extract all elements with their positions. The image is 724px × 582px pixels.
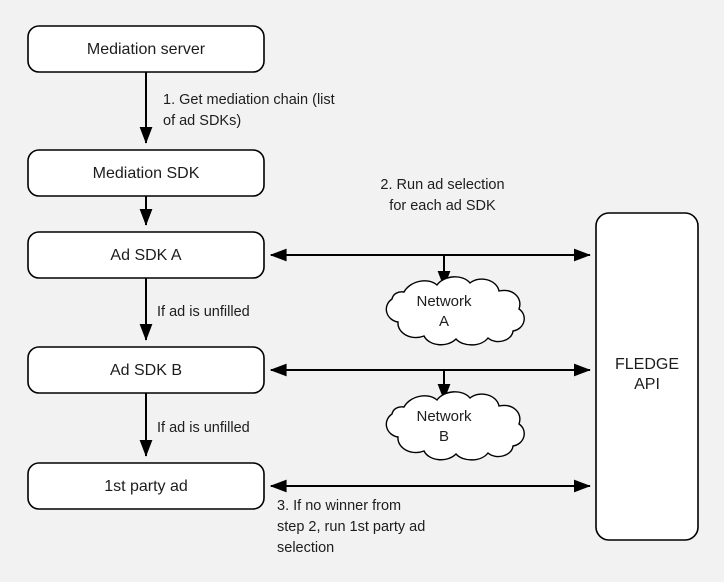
cloud-label-network-b-line1: Network — [416, 408, 472, 425]
edge-label-step-1-line1: 1. Get mediation chain (list — [163, 92, 335, 108]
edge-label-sdk-a-unfilled: If ad is unfilled — [157, 304, 250, 320]
cloud-label-network-a-line1: Network — [416, 293, 472, 310]
node-mediation-sdk[interactable] — [27, 149, 265, 197]
node-fledge-api[interactable] — [595, 212, 699, 541]
edge-label-step-2-line2: for each ad SDK — [389, 198, 496, 214]
node-ad-sdk-b[interactable] — [27, 346, 265, 394]
node-mediation-server[interactable] — [27, 25, 265, 73]
node-first-party-ad[interactable] — [27, 462, 265, 510]
cloud-network-a[interactable] — [385, 276, 525, 346]
cloud-label-network-b-line2: B — [438, 428, 449, 445]
edge-label-sdk-b-unfilled: If ad is unfilled — [157, 420, 250, 436]
edge-label-step-2-line1: 2. Run ad selection — [380, 177, 505, 193]
edge-label-step-3-line2: step 2, run 1st party ad — [277, 519, 426, 535]
node-ad-sdk-a[interactable] — [27, 231, 265, 279]
edge-label-step-3-line3: selection — [277, 540, 335, 556]
cloud-label-network-a-line2: A — [438, 313, 449, 330]
edge-label-step-1-line2: of ad SDKs) — [163, 113, 242, 129]
cloud-network-b[interactable] — [385, 391, 525, 461]
edge-label-step-3-line1: 3. If no winner from — [277, 498, 402, 514]
